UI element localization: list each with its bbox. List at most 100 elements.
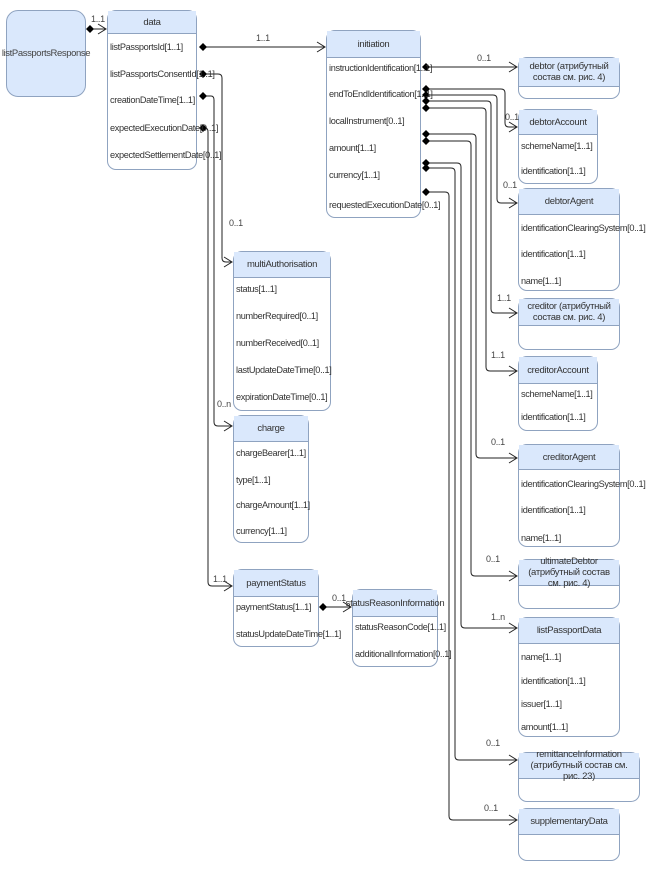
arrowhead-icon <box>508 570 518 582</box>
entity-title: creditorAccount <box>519 357 597 384</box>
entity-title: listPassportsResponse <box>1 48 91 59</box>
entity-attribute: type[1..1] <box>236 475 271 485</box>
entity-title: data <box>108 11 196 34</box>
entity-title: ultimateDebtor (атрибутный состав см. ри… <box>519 556 619 589</box>
entity-attribute: issuer[1..1] <box>521 699 562 709</box>
arrowhead-icon <box>508 61 518 73</box>
entity-title: supplementaryData <box>519 809 619 835</box>
entity-attribute: status[1..1] <box>236 284 277 294</box>
arrowhead-icon <box>316 41 326 53</box>
composition-diamond-icon <box>422 188 430 196</box>
multiplicity-label: 1..1 <box>256 33 270 43</box>
entity-attribute: statusReasonCode[1..1] <box>355 622 446 632</box>
multiplicity-label: 0..1 <box>229 218 243 228</box>
entity-attribute: endToEndIdentification[1..1] <box>329 89 433 99</box>
arrowhead-icon <box>97 23 107 35</box>
connector-data-charge <box>203 95 231 427</box>
entity-attribute: listPassportsConsentId[1..1] <box>110 69 215 79</box>
entity-creditor[interactable]: creditor (атрибутный состав см. рис. 4) <box>518 298 620 350</box>
composition-diamond-icon <box>422 159 430 167</box>
entity-title: initiation <box>327 31 420 58</box>
entity-title: remittanceInformation (атрибутный состав… <box>519 749 639 782</box>
arrowhead-icon <box>508 121 518 133</box>
entity-attribute: currency[1..1] <box>329 170 380 180</box>
arrowhead-icon <box>508 622 518 634</box>
arrowhead-icon <box>508 814 518 826</box>
entity-attribute: listPassportsId[1..1] <box>110 42 183 52</box>
entity-title: debtorAgent <box>519 189 619 215</box>
connector-data-multiauthorisation <box>203 73 231 263</box>
entity-attribute: amount[1..1] <box>329 143 376 153</box>
entity-supplementaryData[interactable]: supplementaryData <box>518 808 620 861</box>
composition-diamond-icon <box>199 43 207 51</box>
entity-attribute: amount[1..1] <box>521 722 568 732</box>
arrowhead-icon <box>508 307 518 319</box>
composition-diamond-icon <box>422 130 430 138</box>
entity-attribute: chargeAmount[1..1] <box>236 500 310 510</box>
entity-attribute: localInstrument[0..1] <box>329 116 405 126</box>
entity-title: debtor (атрибутный состав см. рис. 4) <box>519 58 619 87</box>
entity-attribute: identification[1..1] <box>521 249 586 259</box>
entity-attribute: lastUpdateDateTime[0..1] <box>236 365 332 375</box>
multiplicity-label: 0..1 <box>484 803 498 813</box>
entity-attribute: identificationClearingSystem[0..1] <box>521 223 646 233</box>
entity-attribute: schemeName[1..1] <box>521 389 593 399</box>
connector-initiation-remittanceinformation <box>426 167 516 761</box>
entity-remittanceInformation[interactable]: remittanceInformation (атрибутный состав… <box>518 749 640 802</box>
multiplicity-label: 0..1 <box>503 180 517 190</box>
arrowhead-icon <box>508 754 518 766</box>
composition-diamond-icon <box>422 85 430 93</box>
entity-debtorAgent[interactable]: debtorAgent identificationClearingSystem[… <box>518 188 646 291</box>
arrowhead-icon <box>223 580 233 592</box>
entity-listPassportsResponse[interactable]: listPassportsResponse <box>2 10 91 97</box>
composition-diamond-icon <box>199 70 207 78</box>
connector-data-paymentstatus <box>203 127 231 587</box>
entity-ultimateDebtor[interactable]: ultimateDebtor (атрибутный состав см. ри… <box>518 556 620 609</box>
entity-attribute: currency[1..1] <box>236 526 287 536</box>
composition-diamond-icon <box>86 25 94 33</box>
entity-data[interactable]: data listPassportsId[1..1] listPassportsCo… <box>107 10 222 170</box>
entity-debtor[interactable]: debtor (атрибутный состав см. рис. 4) <box>518 57 620 99</box>
entity-title: statusReasonInformation <box>346 590 445 617</box>
entity-attribute: statusUpdateDateTime[1..1] <box>236 629 341 639</box>
arrowhead-icon <box>342 601 352 613</box>
entity-attribute: identification[1..1] <box>521 505 586 515</box>
multiplicity-label: 0..1 <box>477 53 491 63</box>
multiplicity-label: 1..n <box>491 612 505 622</box>
entity-attribute: additionalInformation[0..1] <box>355 649 452 659</box>
entity-attribute: name[1..1] <box>521 652 561 662</box>
connector-initiation-supplementarydata <box>426 191 516 821</box>
arrowhead-icon <box>508 452 518 464</box>
multiplicity-label: 1..1 <box>213 574 227 584</box>
entity-title: creditorAgent <box>519 445 619 470</box>
multiplicity-label: 1..1 <box>91 14 105 24</box>
entity-title: charge <box>234 416 308 442</box>
entity-title: listPassportData <box>519 618 619 644</box>
composition-diamond-icon <box>422 104 430 112</box>
entity-attribute: name[1..1] <box>521 533 561 543</box>
connector-initiation-listpassportdata <box>426 162 516 629</box>
entity-attribute: creationDateTime[1..1] <box>110 95 195 105</box>
entity-attribute: schemeName[1..1] <box>521 141 593 151</box>
composition-diamond-icon <box>422 164 430 172</box>
composition-diamond-icon <box>422 97 430 105</box>
entity-title: multiAuthorisation <box>234 252 330 278</box>
connector-initiation-debtoragent <box>426 94 516 204</box>
connector-initiation-creditoragent <box>426 133 516 459</box>
composition-diamond-icon <box>319 603 327 611</box>
arrowhead-icon <box>223 256 233 268</box>
entity-title: debtorAccount <box>519 110 597 135</box>
entity-statusReasonInformation[interactable]: statusReasonInformation statusReasonCode[… <box>346 589 452 667</box>
entity-attribute: expectedSettlementDate[0..1] <box>110 150 222 160</box>
composition-diamond-icon <box>422 137 430 145</box>
composition-diamond-icon <box>199 92 207 100</box>
